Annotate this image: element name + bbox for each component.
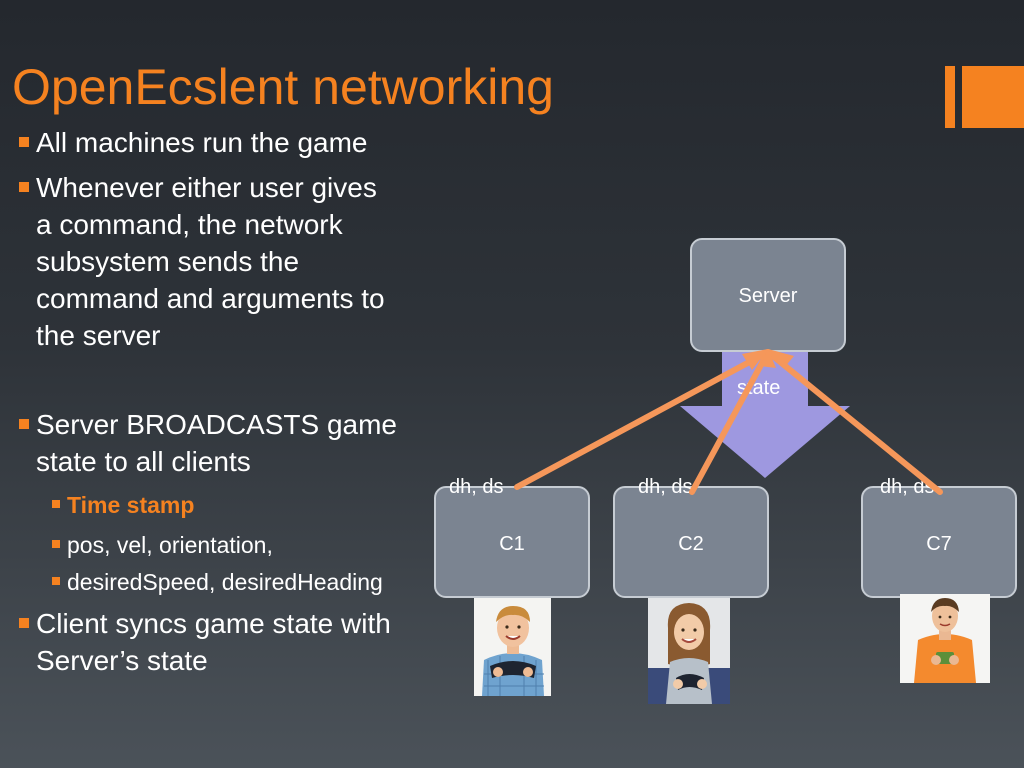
bullet-line: Server BROADCASTS game [36, 409, 397, 440]
bullet-text: All machines run the game [36, 127, 368, 158]
bullet-item: All machines run the game [19, 124, 368, 161]
bullet-text: Time stamp [67, 492, 195, 518]
bullet-item: Client syncs game state with Server’s st… [19, 605, 391, 679]
bullet-line: state to all clients [36, 446, 251, 477]
bullet-text: pos, vel, orientation, [67, 532, 273, 558]
command-arrow-c7 [765, 349, 943, 495]
client-tag: dh, ds [880, 476, 935, 498]
bullet-marker-icon [52, 577, 60, 585]
arrowhead-icon [742, 349, 768, 370]
bullet-line: Server’s state [36, 645, 208, 676]
client-tag: dh, ds [449, 476, 504, 498]
bullet-line: subsystem sends the [36, 246, 300, 277]
arrowhead-icon [768, 349, 794, 368]
bullet-line: a command, the network [36, 209, 343, 240]
bullet-marker-icon [52, 540, 60, 548]
bullet-line: Client syncs game state with [36, 608, 391, 639]
client-box-c7: C7 [861, 486, 1017, 598]
server-box: Server [690, 238, 846, 352]
bullet-item: Whenever either user gives a command, th… [19, 169, 385, 354]
bullet-marker-icon [19, 137, 29, 147]
client-label: C2 [678, 533, 704, 555]
client-box-c1: C1 [434, 486, 590, 598]
arrowhead-icon [760, 349, 776, 368]
bullet-marker-icon [19, 419, 29, 429]
player-photo-boy-icon [474, 598, 551, 696]
client-label: C1 [499, 533, 525, 555]
client-label: C7 [926, 533, 952, 555]
client-tag: dh, ds [638, 476, 693, 498]
bullet-item: Server BROADCASTS game state to all clie… [19, 406, 397, 480]
title-accent-bar-thin [945, 66, 955, 128]
sub-bullet-item: pos, vel, orientation, [52, 530, 273, 560]
bullet-marker-icon [52, 500, 60, 508]
bullet-line: command and arguments to [36, 283, 385, 314]
command-arrow-c2 [689, 349, 771, 495]
player-photo-teen-icon [900, 594, 990, 683]
sub-bullet-item-highlight: Time stamp [52, 490, 195, 520]
bullet-marker-icon [19, 618, 29, 628]
bullet-text: desiredSpeed, desiredHeading [67, 569, 383, 595]
title-accent-bar-thick [962, 66, 1024, 128]
bullet-line: the server [36, 320, 161, 351]
player-photo-girl-icon [648, 598, 730, 704]
sub-bullet-item: desiredSpeed, desiredHeading [52, 567, 383, 597]
bullet-marker-icon [19, 182, 29, 192]
client-box-c2: C2 [613, 486, 769, 598]
bullet-line: Whenever either user gives [36, 172, 377, 203]
command-arrow-c1 [514, 349, 771, 490]
slide-title: OpenEcslent networking [12, 59, 554, 115]
server-label: Server [738, 285, 798, 307]
